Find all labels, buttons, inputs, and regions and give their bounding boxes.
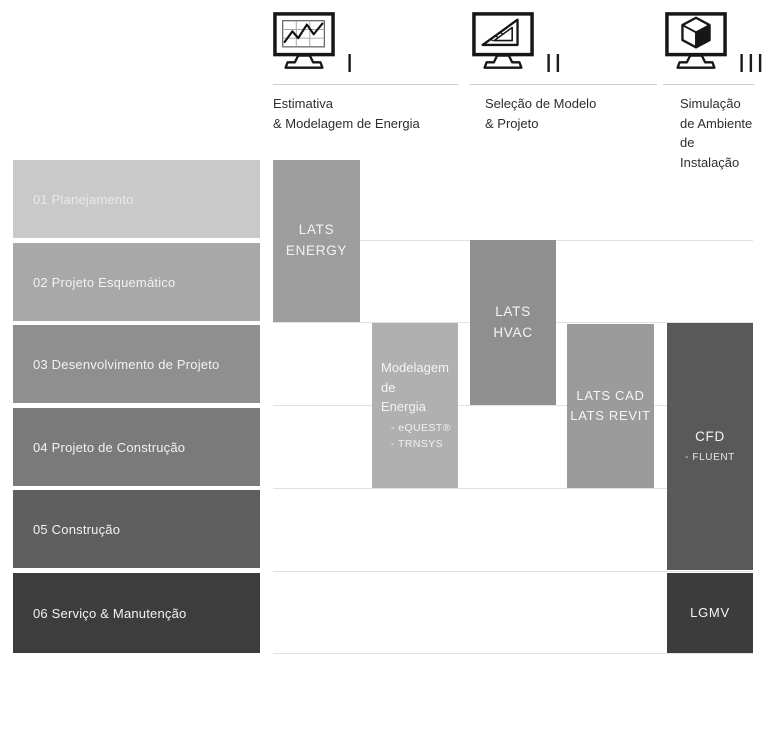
monitor-line-chart-icon	[273, 12, 335, 69]
phase-row-06-servico-manutencao: 06 Serviço & Manutenção	[13, 573, 260, 653]
bar-label: LATS REVIT	[570, 408, 651, 423]
bar-subitem: - FLUENT	[685, 452, 735, 464]
bar-title: Modelagem de Energia	[381, 358, 458, 417]
row-gridline	[273, 405, 753, 406]
caption-line: Seleção de Modelo	[485, 96, 597, 111]
row-gridline	[273, 488, 753, 489]
caption-line: de Instalação	[680, 135, 740, 170]
bar-cfd: CFD - FLUENT	[667, 323, 753, 570]
bar-subitems: - eQUEST® - TRNSYS	[381, 420, 458, 453]
bar-label: Energia	[381, 399, 426, 415]
bar-label: LATS CAD	[576, 387, 645, 403]
phase-row-03-desenvolvimento-de-projeto: 03 Desenvolvimento de Projeto	[13, 325, 260, 403]
section-divider-2	[470, 84, 657, 85]
header-section-1: I Estimativa & Modelagem de Energia	[273, 10, 458, 133]
bar-subitem: - eQUEST®	[391, 421, 451, 434]
section-caption-2: Seleção de Modelo & Projeto	[470, 94, 657, 133]
phase-row-05-construcao: 05 Construção	[13, 490, 260, 568]
bar-label: LGMV	[690, 604, 730, 620]
phase-label: 01 Planejamento	[33, 191, 134, 207]
section-caption-1: Estimativa & Modelagem de Energia	[273, 94, 458, 133]
phase-label: 06 Serviço & Manutenção	[33, 605, 187, 621]
phase-row-01-planejamento: 01 Planejamento	[13, 160, 260, 238]
monitor-set-square-icon	[472, 12, 534, 69]
bar-modelagem-de-energia: Modelagem de Energia - eQUEST® - TRNSYS	[372, 323, 458, 488]
phase-row-04-projeto-de-construcao: 04 Projeto de Construção	[13, 408, 260, 486]
section-divider-1	[273, 84, 458, 85]
step-numeral-3: III	[738, 47, 766, 78]
caption-line: Simulação	[680, 96, 741, 111]
bar-lats-energy: LATS ENERGY	[273, 160, 360, 322]
caption-line: Estimativa	[273, 96, 333, 111]
caption-line: de Ambiente	[680, 115, 753, 131]
icon-row-2: II	[470, 10, 657, 78]
phase-label: 04 Projeto de Construção	[33, 439, 186, 455]
step-numeral-1: I	[346, 47, 356, 78]
caption-line: & Projeto	[485, 115, 539, 131]
bar-label: ENERGY	[285, 243, 348, 258]
row-gridline	[273, 653, 753, 654]
icon-row-1: I	[273, 10, 458, 78]
phase-label: 03 Desenvolvimento de Projeto	[33, 356, 220, 372]
bar-label: LATS	[495, 303, 531, 319]
section-divider-3	[663, 84, 754, 85]
bar-lgmv: LGMV	[667, 573, 753, 653]
phase-row-02-projeto-esquematico: 02 Projeto Esquemático	[13, 243, 260, 321]
step-numeral-2: II	[545, 47, 564, 78]
row-gridline	[273, 571, 753, 572]
phase-label: 02 Projeto Esquemático	[33, 274, 176, 290]
bar-lats-hvac: LATS HVAC	[470, 240, 556, 405]
bar-label: Modelagem de	[381, 360, 449, 395]
bar-label: LATS	[298, 222, 335, 238]
caption-line: & Modelagem de Energia	[273, 115, 420, 131]
bar-subitem: - TRNSYS	[391, 438, 444, 451]
icon-row-3: III	[663, 10, 764, 76]
bar-lats-cad-lats-revit: LATS CAD LATS REVIT	[567, 324, 654, 488]
section-caption-3: Simulação de Ambiente de Instalação	[663, 94, 754, 172]
monitor-cube-icon	[665, 12, 727, 69]
header-section-3: III Simulação de Ambiente de Instalação	[663, 10, 764, 172]
bar-label: CFD	[695, 429, 725, 445]
bar-label: HVAC	[493, 324, 533, 340]
phase-label: 05 Construção	[33, 521, 121, 537]
header-section-2: II Seleção de Modelo & Projeto	[470, 10, 657, 133]
